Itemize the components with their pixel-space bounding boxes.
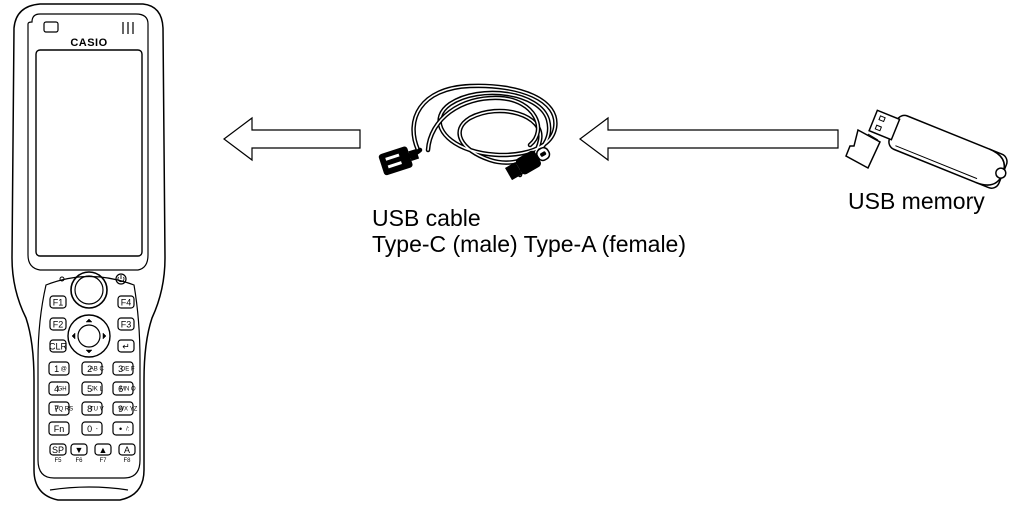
type-a-female-connector [378,146,420,176]
key-bottom-3-label: A [124,445,130,455]
key-dot-label: • [119,424,122,434]
key-6-label: 6 [118,384,123,394]
arrow-to-device [223,116,361,162]
key-right-2-label: ↵ [122,342,130,352]
key-9-label: 9 [118,404,123,414]
keypad-panel [37,275,141,479]
key-bottom-2[interactable]: ▲ [94,443,112,456]
usb-cable-label: USB cable Type-C (male) Type-A (female) [372,205,686,257]
type-c-male-connector [505,146,551,181]
fn-label-f8: F8 [123,458,131,464]
key-8-sublabel: TU V [90,407,104,413]
memory-card [845,128,881,170]
device-body-outline [11,3,166,501]
key-f1-label: F1 [53,298,64,308]
bottom-keys: SP ▼ ▲ A F5 F6 F7 F8 [49,443,136,464]
key-6-sublabel: MN O [120,387,136,393]
key-8-label: 8 [87,404,92,414]
key-0-sublabel: - [96,427,98,433]
fn-label-f6: F6 [75,458,83,464]
key-4-label: 4 [54,384,59,394]
trigger-button-inner [74,275,104,305]
dpad-outer [67,314,111,358]
key-6[interactable]: 6MN O [112,381,136,396]
key-4[interactable]: 4GH I [48,381,71,396]
key-dot[interactable]: • /: [112,421,134,436]
key-2-label: 2 [87,364,92,374]
key-7-sublabel: PQ RS [54,407,73,413]
key-2-sublabel: AB C [90,367,105,373]
key-8[interactable]: 8TU V [81,401,104,416]
fn-label-f5: F5 [54,458,62,464]
key-7-label: 7 [54,404,59,414]
key-9[interactable]: 9WX YZ [112,401,138,416]
arrow-to-cable [579,116,839,162]
key-7[interactable]: 7PQ RS [48,401,73,416]
usb-memory-label: USB memory [848,188,985,214]
key-f1[interactable]: F1 [49,295,67,309]
key-0-label: 0 [87,424,92,434]
key-2[interactable]: 2AB C [81,361,105,376]
key-right-2[interactable]: ↵ [117,339,135,353]
trigger-button-outer [70,271,108,309]
key-fn-label: Fn [54,424,65,434]
key-5-label: 5 [87,384,92,394]
dpad-arrows [71,318,107,354]
key-3[interactable]: 3DE F [112,361,135,376]
key-fn[interactable]: Fn [48,421,70,436]
usb-cable-label-line1: USB cable [372,205,481,231]
handheld-terminal [11,3,166,501]
key-f2[interactable]: F2 [49,317,67,331]
key-bottom-1-label: ▼ [75,445,84,455]
key-bottom-3[interactable]: A [118,443,136,456]
key-0[interactable]: 0- [81,421,103,436]
key-right-0[interactable]: F4 [117,295,135,309]
device-screen [35,49,143,257]
key-right-1-label: F3 [121,320,132,330]
key-5-sublabel: JK L [91,387,104,393]
key-1[interactable]: 1@ [48,361,70,376]
usb-memory-image [845,109,1008,189]
top-indicator [43,21,59,33]
key-bottom-2-label: ▲ [99,445,108,455]
device-brand: CASIO [70,37,107,49]
key-f2-label: F2 [53,320,64,330]
device-foot [49,486,129,491]
power-button [115,273,127,285]
key-3-sublabel: DE F [121,367,135,373]
key-9-sublabel: WX YZ [118,407,137,413]
usb-memory-plug [868,109,901,141]
led-indicator [59,276,65,282]
key-clr[interactable]: CLR [49,339,68,353]
key-4-sublabel: GH I [58,387,71,393]
fn-label-f7: F7 [99,458,107,464]
dpad-center [77,324,101,348]
key-5[interactable]: 5JK L [81,381,104,396]
key-dot-sublabel: /: [126,427,130,433]
key-1-label: 1 [54,364,59,374]
key-3-label: 3 [118,364,123,374]
key-bottom-0[interactable]: SP [49,443,67,456]
key-right-0-label: F4 [121,298,132,308]
key-bottom-0-label: SP [52,445,64,455]
usb-cable-image [378,83,558,181]
key-1-sublabel: @ [61,367,67,373]
usb-cable-label-line2: Type-C (male) Type-A (female) [372,231,687,257]
key-right-1[interactable]: F3 [117,317,135,331]
key-clr-label: CLR [49,342,68,352]
device-bezel [27,13,149,271]
top-latch [122,22,134,34]
key-bottom-1[interactable]: ▼ [70,443,88,456]
